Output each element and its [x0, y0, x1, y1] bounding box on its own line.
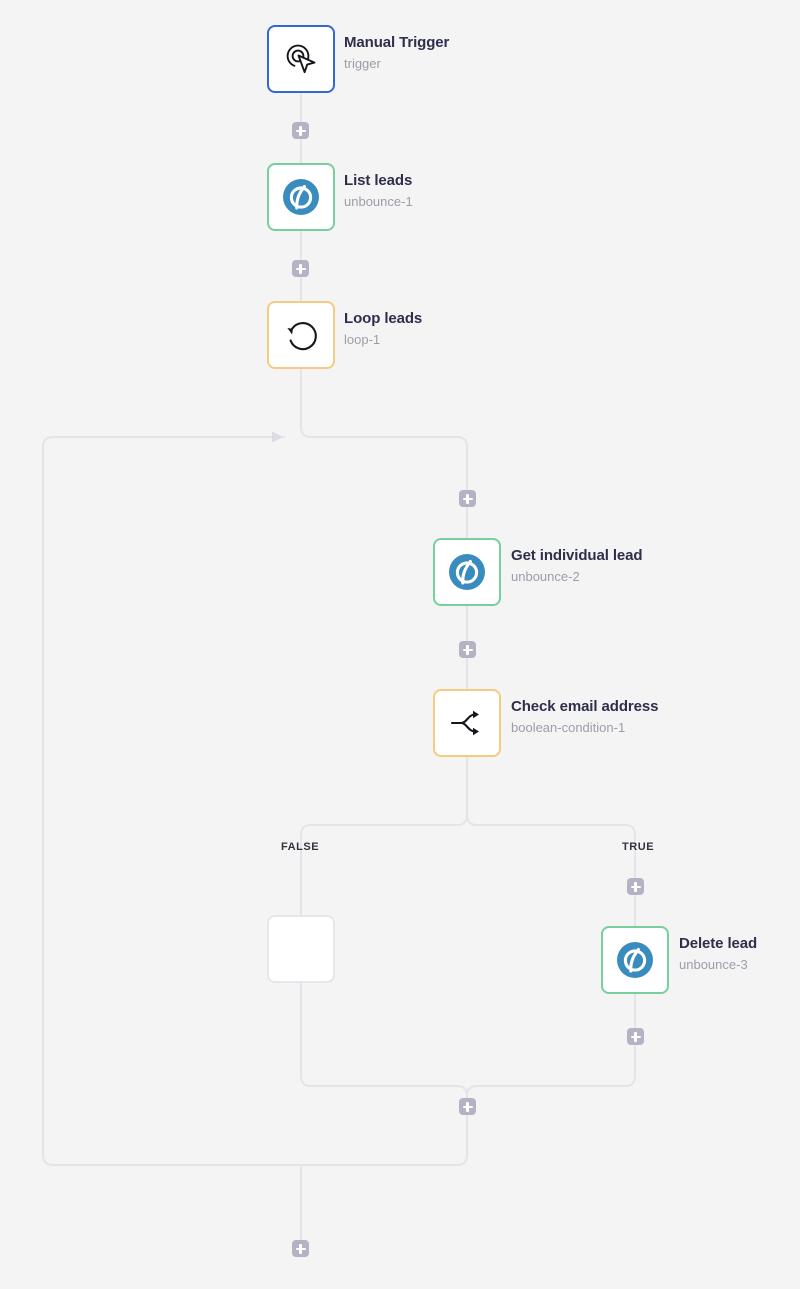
node-subtitle: unbounce-3	[679, 956, 748, 972]
add-node-button-after-loop[interactable]	[292, 1240, 309, 1257]
edge-false-to-merge	[300, 982, 468, 1097]
edge-split-false	[300, 814, 468, 916]
branch-label-true: TRUE	[622, 841, 655, 853]
node-delete-lead[interactable]	[601, 926, 669, 994]
branch-label-false: FALSE	[281, 841, 320, 853]
node-label-delete-lead: Delete lead unbounce-3	[679, 935, 757, 973]
node-loop-leads[interactable]	[267, 301, 335, 369]
node-title: Manual Trigger	[344, 34, 450, 51]
edge-true-to-merge	[466, 993, 636, 1097]
node-get-individual-lead[interactable]	[433, 538, 501, 606]
node-label-list-leads: List leads unbounce-1	[344, 172, 413, 210]
node-subtitle: trigger	[344, 55, 381, 71]
edge-split-true	[466, 814, 636, 927]
edge-loop-to-body	[300, 368, 468, 539]
node-label-loop-leads: Loop leads loop-1	[344, 310, 422, 348]
node-title: Delete lead	[679, 935, 758, 952]
loopback-arrow-icon	[272, 431, 283, 443]
node-check-email-address[interactable]	[433, 689, 501, 757]
unbounce-icon	[617, 942, 653, 978]
node-subtitle: unbounce-2	[511, 568, 580, 584]
node-subtitle: unbounce-1	[344, 193, 413, 209]
loop-icon	[287, 322, 317, 351]
cursor-click-icon	[286, 44, 316, 74]
unbounce-icon	[283, 179, 319, 215]
node-list-leads[interactable]	[267, 163, 335, 231]
node-subtitle: boolean-condition-1	[511, 719, 626, 735]
node-placeholder-false-branch[interactable]	[267, 915, 335, 983]
add-node-button-loop-body-start[interactable]	[459, 490, 476, 507]
node-title: List leads	[344, 172, 413, 189]
node-manual-trigger[interactable]	[267, 25, 335, 93]
branch-icon	[450, 710, 479, 736]
node-label-check-email-address: Check email address boolean-condition-1	[511, 698, 658, 736]
node-title: Loop leads	[344, 310, 423, 327]
node-title: Check email address	[511, 698, 659, 715]
add-node-button-after-trigger[interactable]	[292, 122, 309, 139]
node-subtitle: loop-1	[344, 331, 381, 347]
add-node-button-after-list-leads[interactable]	[292, 260, 309, 277]
node-label-manual-trigger: Manual Trigger trigger	[344, 34, 449, 72]
add-node-button-after-branch-merge[interactable]	[459, 1098, 476, 1115]
node-title: Get individual lead	[511, 547, 643, 564]
edge-merge-loopback	[42, 436, 468, 1166]
add-node-button-true-branch-before-delete[interactable]	[627, 878, 644, 895]
node-label-get-individual-lead: Get individual lead unbounce-2	[511, 547, 643, 585]
add-node-button-true-branch-after-delete[interactable]	[627, 1028, 644, 1045]
add-node-button-after-get-individual-lead[interactable]	[459, 641, 476, 658]
unbounce-icon	[449, 554, 485, 590]
